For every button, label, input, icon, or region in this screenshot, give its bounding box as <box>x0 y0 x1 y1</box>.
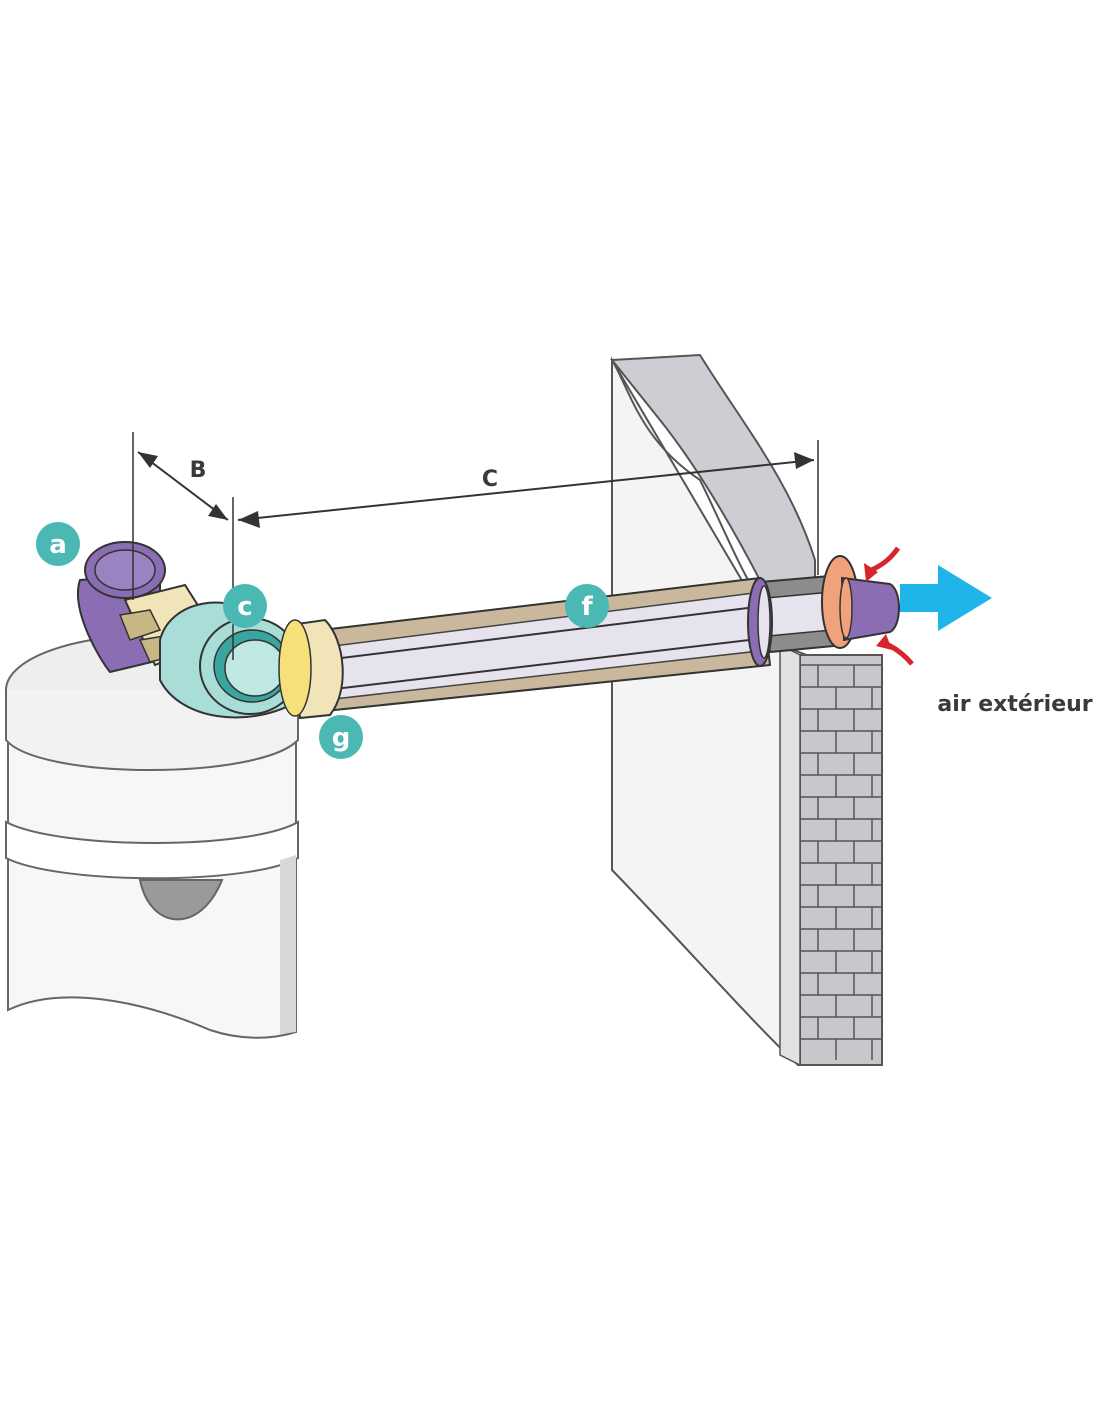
badge-g: g <box>319 715 363 759</box>
arrow-right-icon <box>900 565 992 631</box>
badge-f: f <box>565 584 609 628</box>
badge-a-label: a <box>49 530 67 560</box>
badge-f-label: f <box>581 592 593 622</box>
wall <box>610 353 883 1067</box>
badge-c: c <box>223 584 267 628</box>
dimension-lines <box>132 432 819 660</box>
elbow-assembly <box>77 541 344 720</box>
horizontal-flue-pipe <box>303 574 836 714</box>
brick-face <box>799 654 883 1066</box>
terminal <box>821 555 900 649</box>
badge-a: a <box>36 522 80 566</box>
curved-arrow-icon <box>864 546 901 582</box>
curved-arrow-icon <box>876 634 914 666</box>
badge-c-label: c <box>237 592 252 622</box>
outside-air-caption: air extérieur <box>937 692 1092 717</box>
dimension-b-label: B <box>190 458 207 483</box>
dimension-c-label: C <box>482 467 498 492</box>
appliance-body <box>5 634 299 1039</box>
badge-g-label: g <box>332 723 351 753</box>
